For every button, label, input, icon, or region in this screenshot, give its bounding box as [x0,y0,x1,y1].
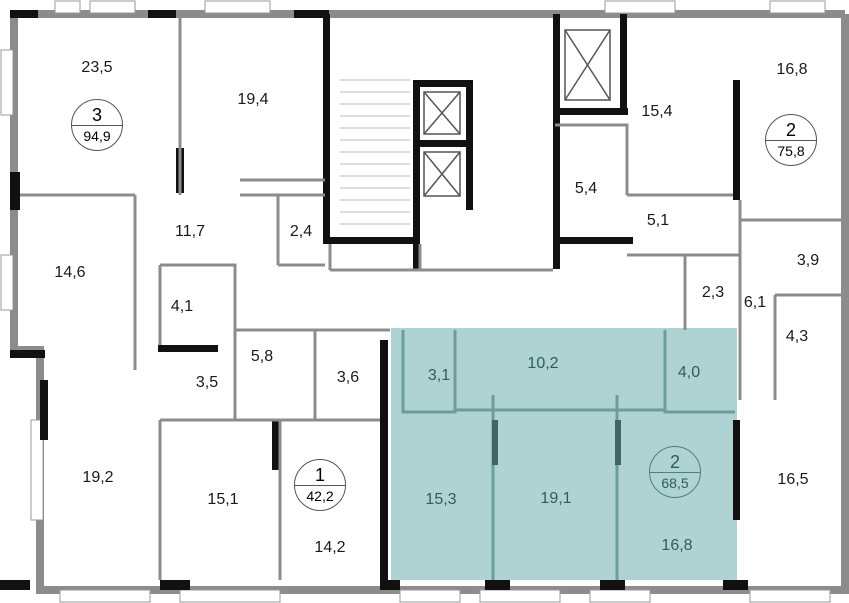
room-area-label: 5,4 [574,180,598,197]
rooms-count: 1 [295,465,345,486]
room-area-label: 11,7 [175,223,205,240]
apartment-badge-selected[interactable]: 2 68,5 [649,446,701,498]
room-area-label: 3,9 [796,252,820,269]
room-area-label: 3,1 [427,367,451,384]
room-area-label: 16,8 [661,537,693,554]
room-area-label: 16,5 [777,471,809,488]
room-area-label: 4,0 [677,364,701,381]
apartment-badge[interactable]: 2 75,8 [765,114,817,166]
room-area-label: 3,5 [195,374,219,391]
apartment-badge[interactable]: 3 94,9 [71,99,123,151]
room-area-label: 16,8 [776,61,808,78]
room-area-label: 10,2 [527,355,559,372]
room-area-label: 5,8 [250,348,274,365]
room-area-label: 14,2 [314,539,346,556]
room-area-label: 19,2 [82,469,114,486]
room-area-label: 19,1 [540,490,572,507]
room-area-label: 6,1 [743,294,767,311]
apartment-area: 94,9 [83,128,111,144]
room-area-label: 19,4 [237,91,269,108]
room-area-label: 23,5 [81,59,113,76]
room-area-label: 15,3 [425,491,457,508]
room-area-label: 2,4 [289,223,313,240]
room-area-label: 5,1 [646,212,670,229]
room-area-label: 4,1 [170,298,194,315]
room-area-label: 4,3 [785,328,809,345]
room-area-label: 15,1 [207,491,239,508]
room-area-label: 3,6 [336,369,360,386]
room-area-label: 15,4 [641,103,673,120]
room-area-label: 2,3 [701,284,725,301]
rooms-count: 2 [766,120,816,141]
rooms-count: 2 [650,452,700,473]
apartment-area: 68,5 [661,475,689,491]
room-area-label: 14,6 [54,264,86,281]
apartment-area: 75,8 [777,143,805,159]
rooms-count: 3 [72,105,122,126]
apartment-badge[interactable]: 1 42,2 [294,459,346,511]
apartment-area: 42,2 [306,488,334,504]
selected-apartment-area[interactable] [391,328,737,580]
